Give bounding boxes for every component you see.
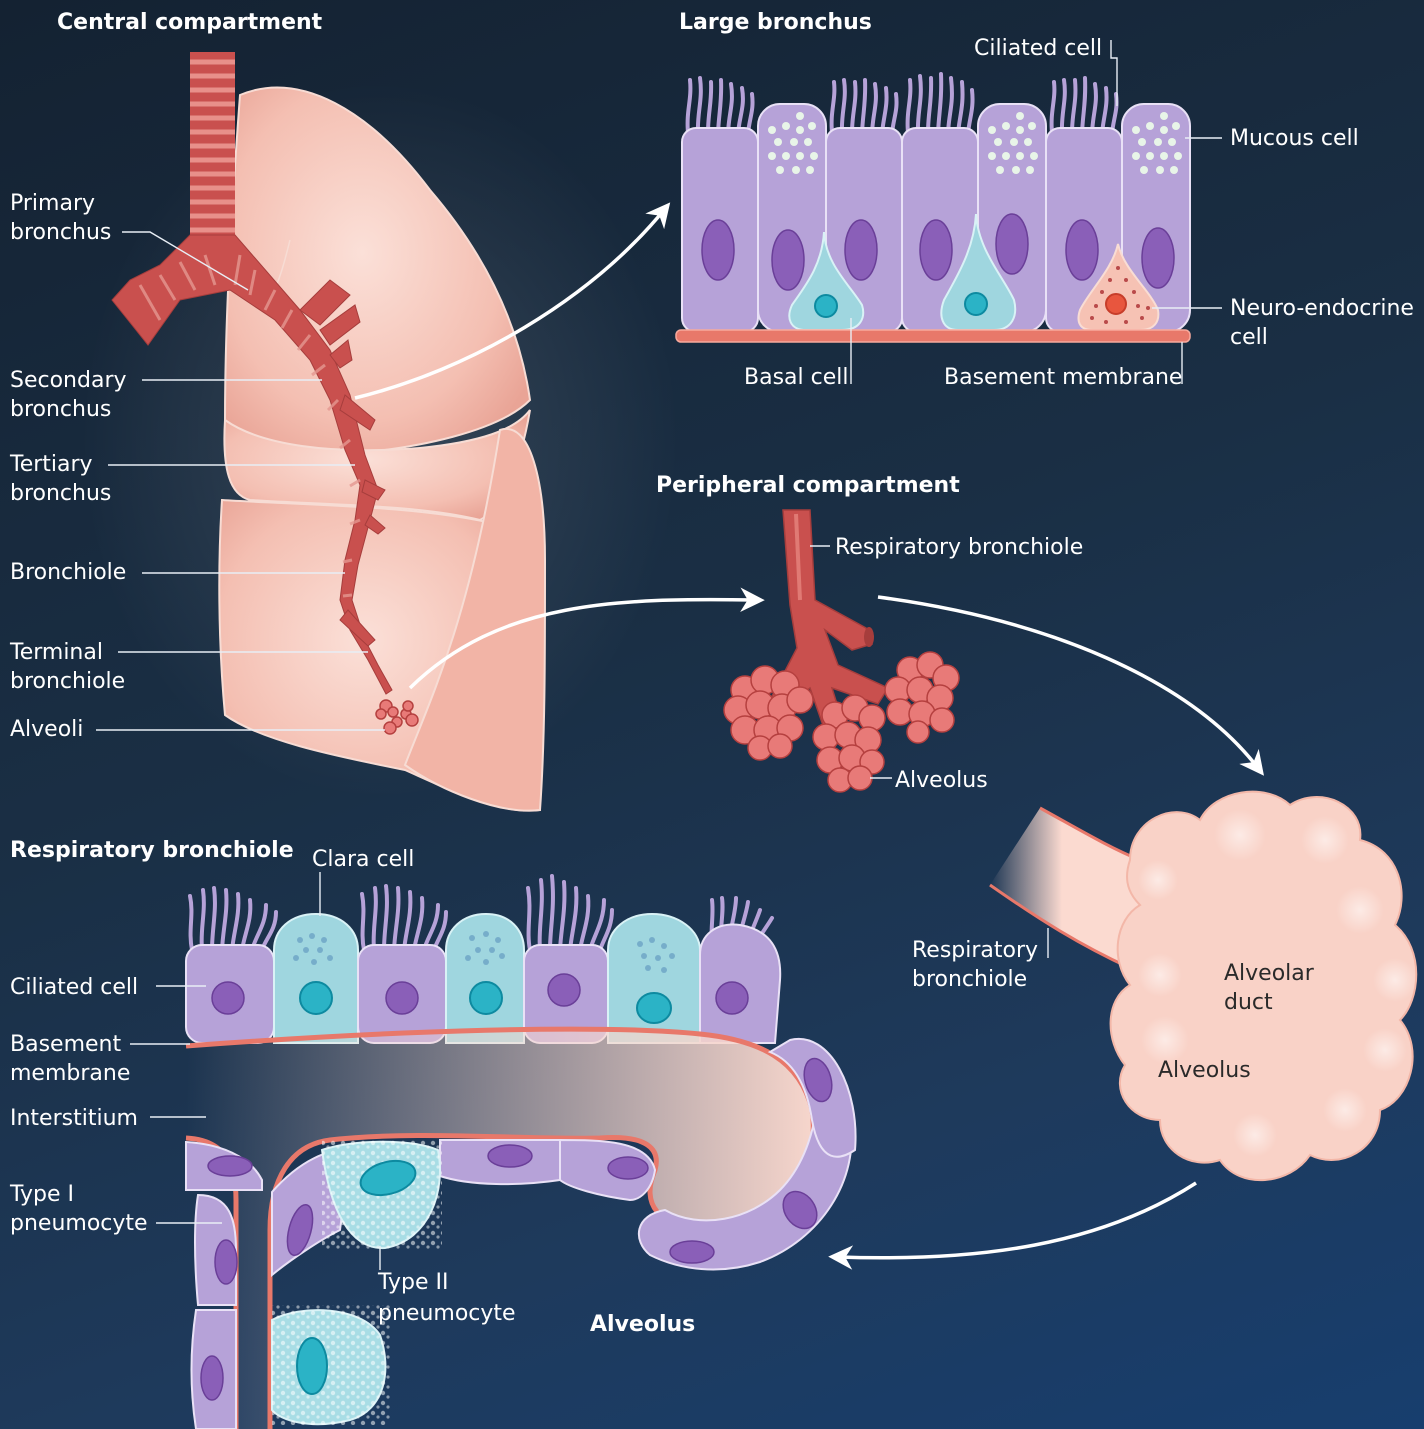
label-neuroendocrine-1: Neuro-endocrine bbox=[1230, 296, 1414, 321]
label-neuroendocrine-2: cell bbox=[1230, 325, 1268, 350]
label-secondary-bronchus-2: bronchus bbox=[10, 397, 111, 422]
label-alveolar-duct-2: duct bbox=[1224, 990, 1273, 1015]
label-interstitium: Interstitium bbox=[10, 1106, 138, 1131]
label-respiratory-bronchiole-right-1: Respiratory bbox=[912, 938, 1038, 963]
label-terminal-bronchiole-2: bronchiole bbox=[10, 669, 125, 694]
label-terminal-bronchiole-1: Terminal bbox=[9, 640, 103, 665]
label-alveolar-duct-1: Alveolar bbox=[1224, 961, 1315, 986]
respiratory-bronchiole-title: Respiratory bronchiole bbox=[10, 838, 294, 863]
label-respiratory-bronchiole-mid: Respiratory bronchiole bbox=[835, 535, 1083, 560]
lung-illustration bbox=[80, 52, 680, 811]
label-mucous-cell: Mucous cell bbox=[1230, 126, 1359, 151]
label-tertiary-bronchus-2: bronchus bbox=[10, 481, 111, 506]
label-clara-cell: Clara cell bbox=[312, 847, 414, 872]
label-basement-membrane: Basement membrane bbox=[944, 365, 1182, 390]
peripheral-compartment: Peripheral compartment bbox=[656, 473, 1083, 793]
label-alveolus-mid: Alveolus bbox=[895, 768, 988, 793]
peripheral-compartment-title: Peripheral compartment bbox=[656, 473, 960, 498]
label-respiratory-bronchiole-right-2: bronchiole bbox=[912, 967, 1027, 992]
arrow-to-respiratory-bronchiole bbox=[838, 1183, 1196, 1258]
label-ciliated-cell-bottom: Ciliated cell bbox=[10, 975, 138, 1000]
label-basement-membrane-bottom-1: Basement bbox=[10, 1032, 121, 1057]
label-type-one-1: Type I bbox=[9, 1182, 74, 1207]
label-primary-bronchus-2: bronchus bbox=[10, 220, 111, 245]
label-basement-membrane-bottom-2: membrane bbox=[10, 1061, 130, 1086]
large-bronchus-epithelium: Large bronchus bbox=[676, 10, 1414, 390]
alveolus-title: Alveolus bbox=[590, 1312, 695, 1337]
alveolar-duct-illustration: Respiratory bronchiole Alveolar duct Alv… bbox=[912, 792, 1417, 1180]
label-type-two-2: pneumocyte bbox=[378, 1301, 516, 1326]
label-secondary-bronchus-1: Secondary bbox=[10, 368, 127, 393]
bronchus-cilia bbox=[688, 74, 1117, 133]
label-tertiary-bronchus-1: Tertiary bbox=[9, 452, 93, 477]
label-ciliated-cell-top: Ciliated cell bbox=[974, 36, 1102, 61]
large-bronchus-title: Large bronchus bbox=[679, 10, 872, 35]
label-basal-cell: Basal cell bbox=[744, 365, 848, 390]
label-primary-bronchus-1: Primary bbox=[10, 191, 95, 216]
central-compartment-title: Central compartment bbox=[57, 10, 323, 35]
label-alveolus-right: Alveolus bbox=[1158, 1058, 1251, 1083]
respiratory-bronchiole-epithelium: Respiratory bronchiole bbox=[9, 838, 856, 1429]
label-type-two-1: Type II bbox=[377, 1270, 449, 1295]
label-type-one-2: pneumocyte bbox=[10, 1211, 148, 1236]
trachea bbox=[190, 52, 235, 238]
label-bronchiole: Bronchiole bbox=[10, 560, 126, 585]
label-alveoli: Alveoli bbox=[10, 717, 83, 742]
